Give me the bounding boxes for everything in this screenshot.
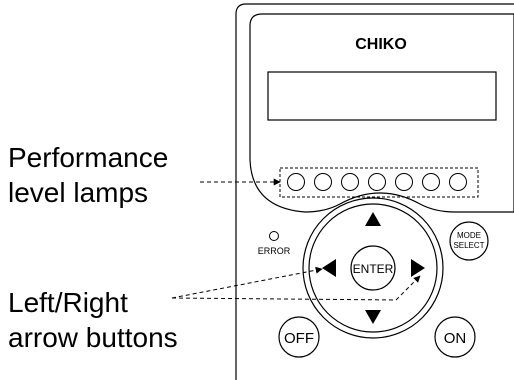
- performance-lamps-highlight: [279, 167, 479, 198]
- on-button[interactable]: [434, 316, 476, 358]
- down-arrow-icon[interactable]: [365, 310, 381, 324]
- left-arrow-icon[interactable]: [322, 259, 336, 277]
- brand-logo: CHIKO: [355, 36, 407, 53]
- arrow-buttons-callout: Left/Right arrow buttons: [8, 285, 178, 355]
- performance-lamp-4: [368, 173, 386, 191]
- performance-lamp-5: [395, 173, 413, 191]
- mode-select-button[interactable]: [449, 221, 489, 261]
- error-indicator-lamp: [269, 231, 279, 241]
- on-button-label: ON: [444, 330, 467, 347]
- up-arrow-icon[interactable]: [365, 212, 381, 226]
- dpad-outer-ring: [302, 197, 444, 339]
- enter-button-label: ENTER: [353, 262, 394, 276]
- lcd-display: [267, 71, 497, 121]
- enter-button[interactable]: [350, 245, 396, 291]
- performance-lamp-1: [287, 173, 305, 191]
- mode-select-label-line1: MODE: [457, 231, 481, 240]
- performance-lamps-callout-line1: Performance: [8, 142, 169, 173]
- performance-level-lamps: [287, 173, 467, 191]
- device-housing-outline: [235, 3, 514, 380]
- performance-lamp-7: [449, 173, 467, 191]
- left-arrow-leader: [171, 266, 323, 299]
- off-button-label: OFF: [284, 330, 314, 347]
- arrow-buttons-callout-line2: arrow buttons: [8, 322, 178, 353]
- error-indicator-label: ERROR: [258, 246, 291, 256]
- performance-lamp-2: [314, 173, 332, 191]
- upper-panel: [249, 13, 514, 213]
- right-arrow-icon[interactable]: [411, 259, 425, 277]
- mode-select-label-line2: SELECT: [453, 241, 484, 250]
- right-arrow-leader-end: [395, 275, 421, 301]
- off-button[interactable]: [278, 316, 320, 358]
- performance-lamps-callout: Performance level lamps: [8, 140, 168, 210]
- right-arrow-leader: [171, 297, 397, 301]
- arrow-buttons-callout-line1: Left/Right: [8, 287, 128, 318]
- performance-lamp-3: [341, 173, 359, 191]
- performance-lamps-callout-line2: level lamps: [8, 177, 149, 208]
- performance-lamp-6: [422, 173, 440, 191]
